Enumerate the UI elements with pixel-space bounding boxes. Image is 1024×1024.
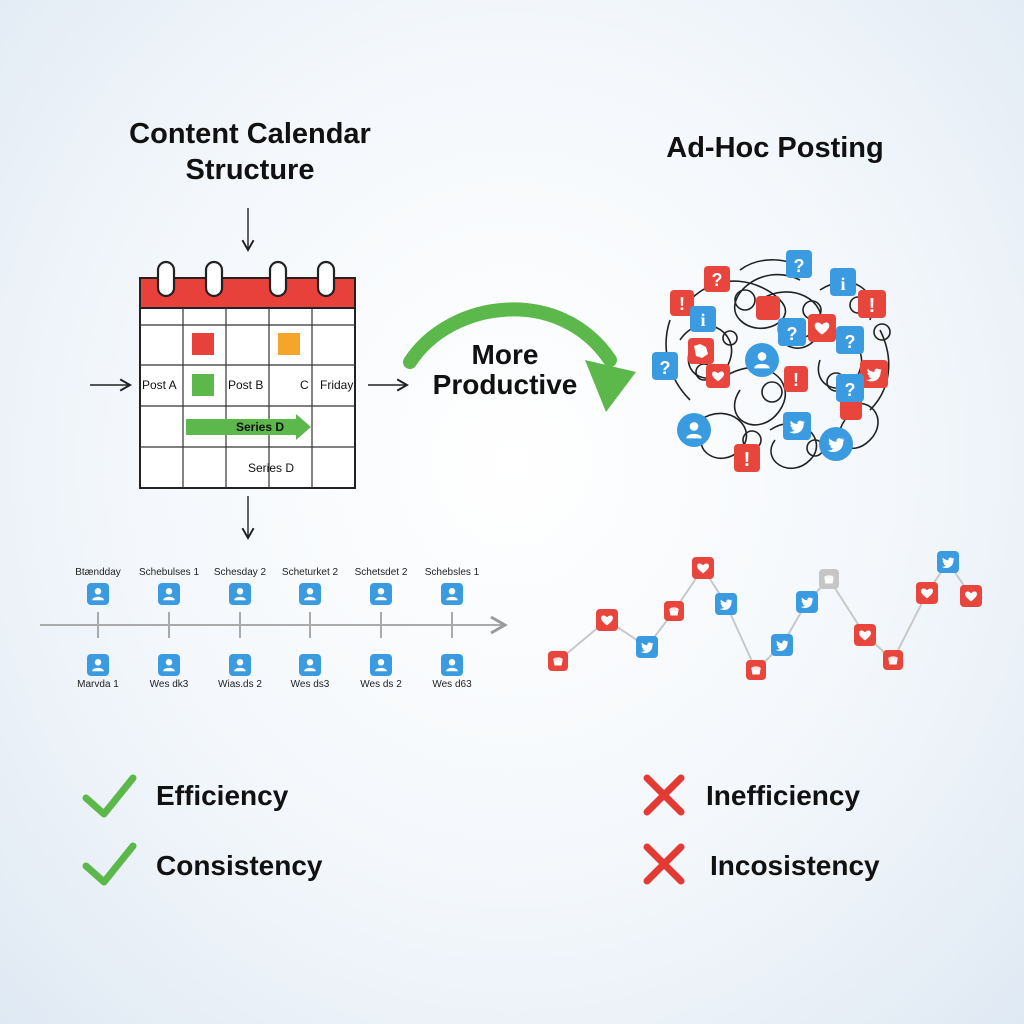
series-d-label: Series D bbox=[248, 461, 295, 475]
timeline-bottom-label: Wias.ds 2 bbox=[218, 679, 262, 690]
efficiency-label: Efficiency bbox=[156, 780, 289, 811]
event-orange bbox=[278, 333, 300, 355]
consistent-timeline bbox=[40, 612, 508, 638]
friday-label: Friday bbox=[320, 378, 354, 392]
inefficiency-label: Inefficiency bbox=[706, 780, 861, 811]
content-calendar bbox=[90, 208, 409, 540]
post-b-label: Post B bbox=[228, 378, 264, 392]
timeline-top-label: Schebsles 1 bbox=[424, 567, 480, 578]
timeline-top-label: Schebulses 1 bbox=[138, 567, 200, 578]
post-a-label: Post A bbox=[142, 378, 177, 392]
series-d-bar-label: Series D bbox=[236, 420, 285, 434]
timeline-top-label: Schesday 2 bbox=[213, 567, 267, 578]
timeline-bottom-label: Wes dk3 bbox=[149, 679, 189, 690]
timeline-bottom-label: Marvda 1 bbox=[77, 679, 119, 690]
consistency-label: Consistency bbox=[156, 850, 323, 881]
event-red bbox=[192, 333, 214, 355]
timeline-bottom-label: Wes ds3 bbox=[290, 679, 330, 690]
more-productive-label: More Productive bbox=[400, 340, 610, 400]
event-green bbox=[192, 374, 214, 396]
inconsistency-label: Incosistency bbox=[710, 850, 880, 881]
timeline-top-label: Scheturket 2 bbox=[281, 567, 339, 578]
timeline-bottom-label: Wes ds 2 bbox=[360, 679, 402, 690]
more-productive-arrow bbox=[403, 302, 636, 412]
timeline-top-label: Btændday bbox=[75, 567, 121, 578]
c-label: C bbox=[300, 378, 309, 392]
more-productive-line2: Productive bbox=[432, 369, 578, 400]
left-title: Content Calendar Structure bbox=[100, 116, 400, 188]
left-title-line2: Structure bbox=[185, 154, 315, 186]
timeline-top-label: Schetsdet 2 bbox=[354, 567, 408, 578]
calendar-rings bbox=[156, 260, 336, 298]
left-title-line1: Content Calendar bbox=[129, 118, 371, 150]
right-title: Ad-Hoc Posting bbox=[666, 132, 884, 164]
series-d-bar bbox=[186, 414, 311, 440]
more-productive-line1: More bbox=[471, 339, 539, 370]
timeline-bottom-label: Wes d63 bbox=[432, 679, 472, 690]
